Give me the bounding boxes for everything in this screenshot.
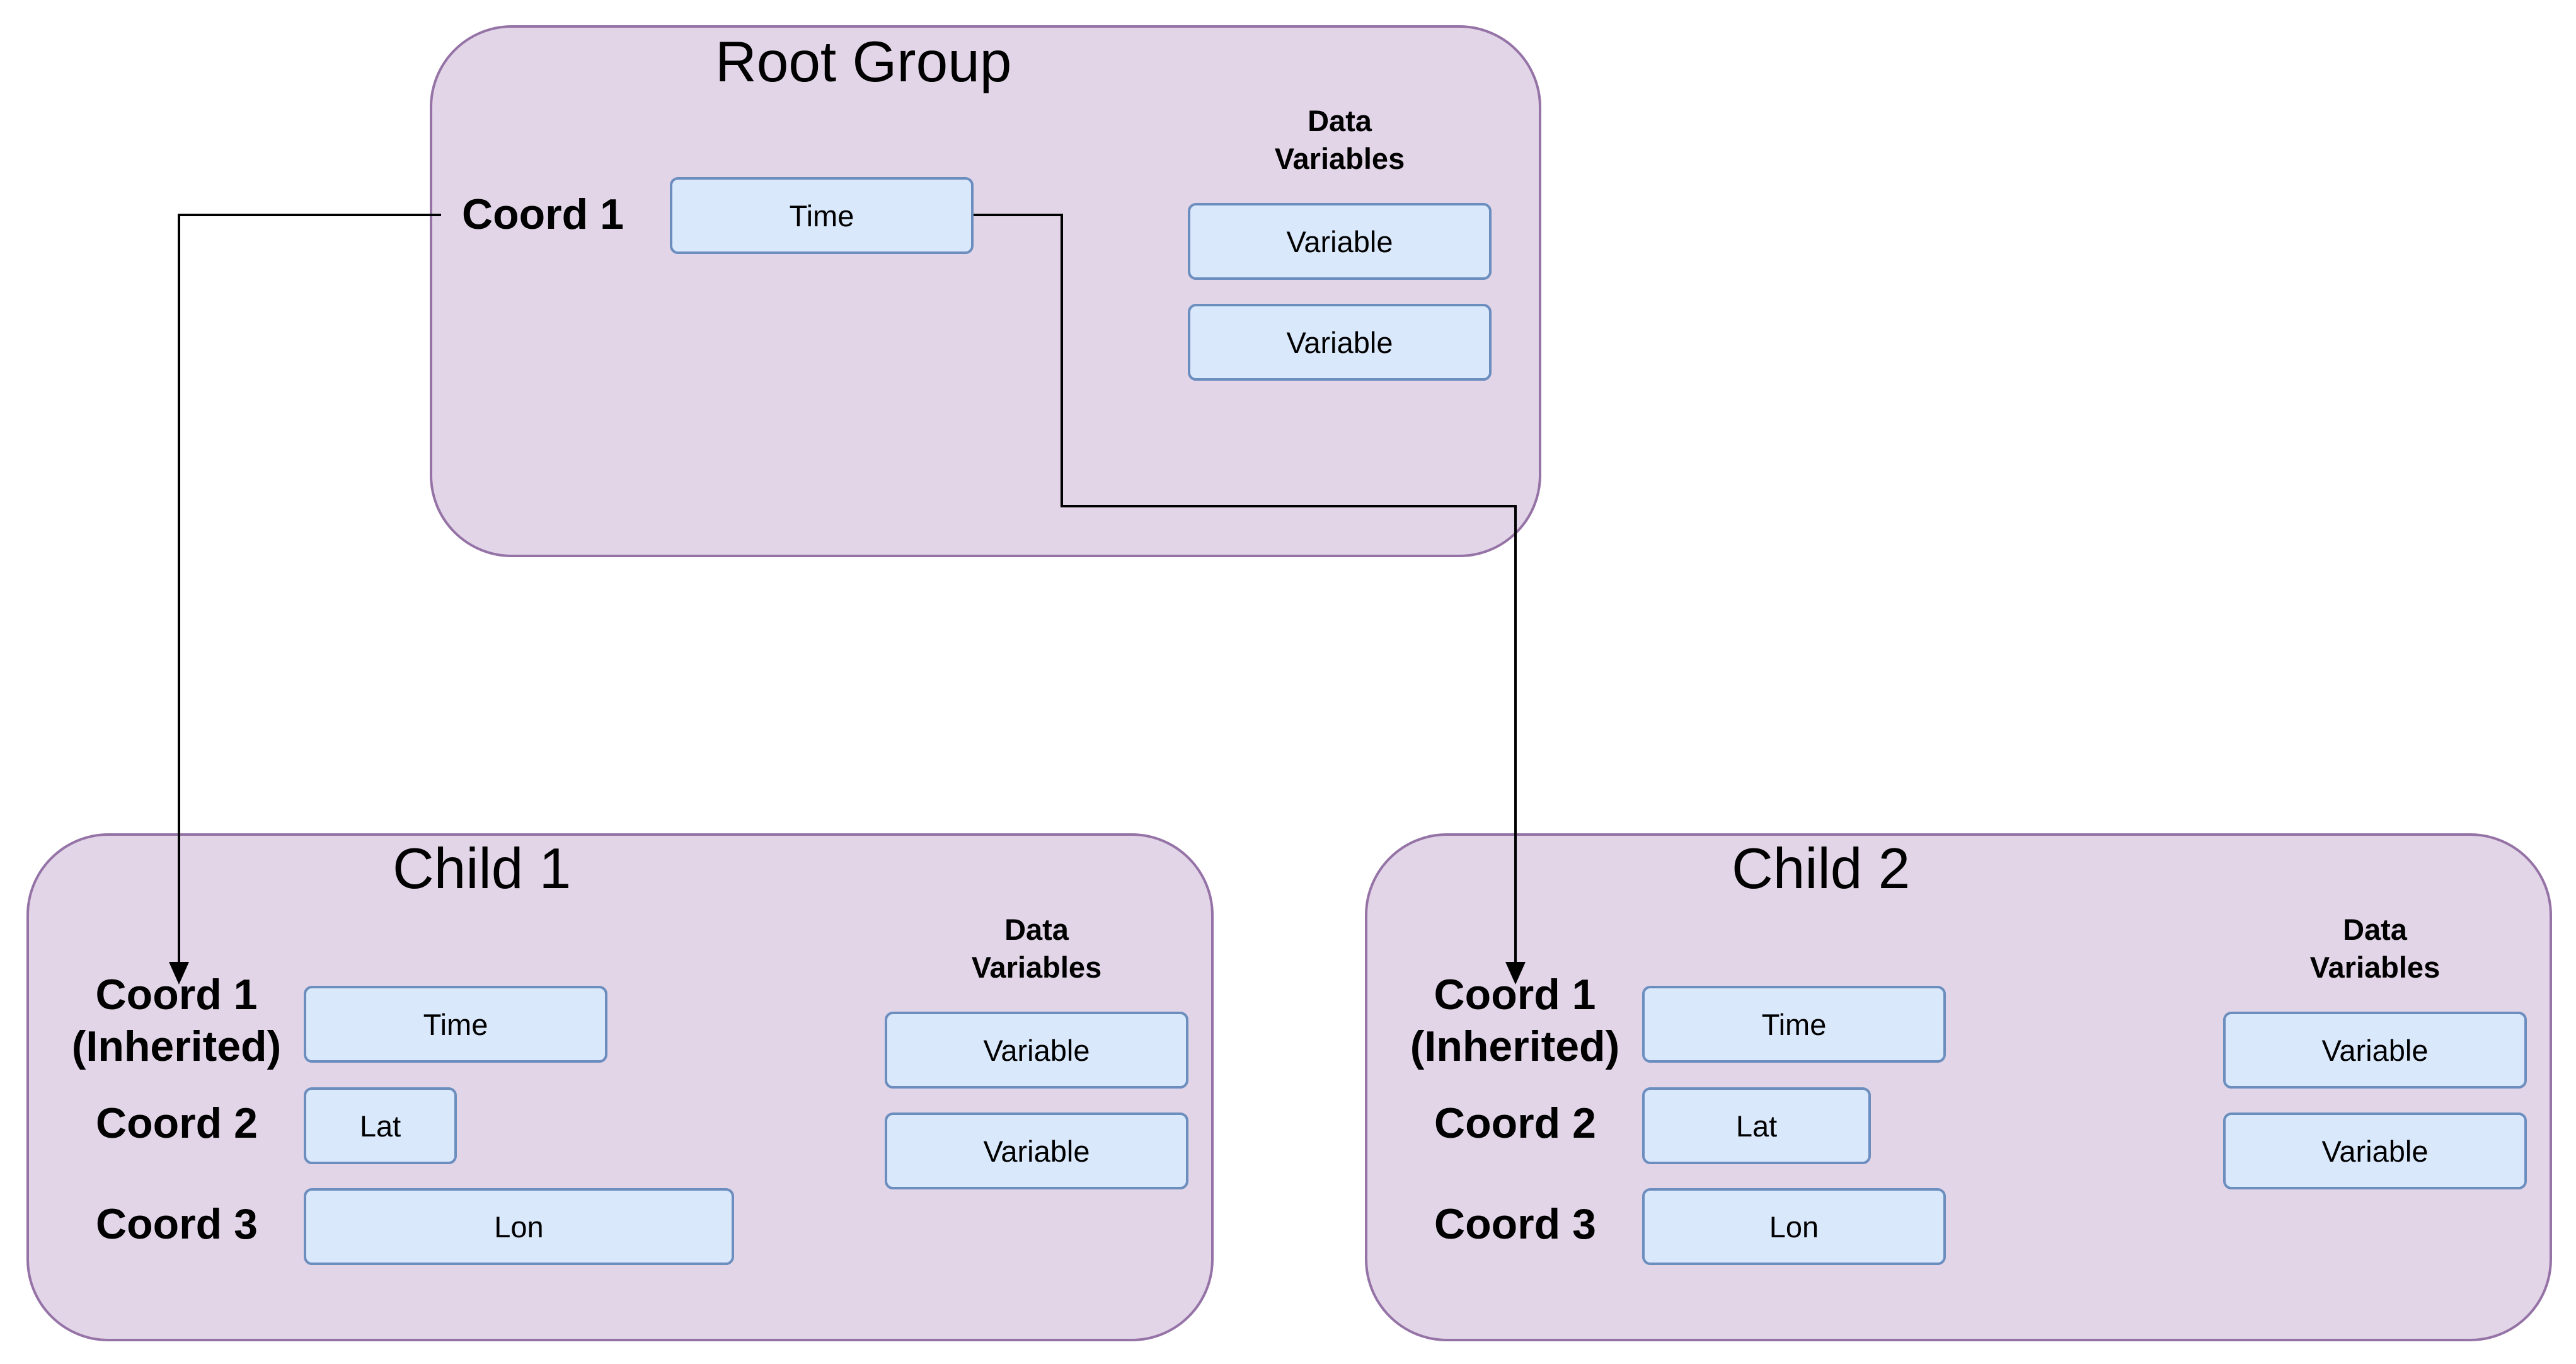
child-2-coord-1-label-line-1: Coord 1: [1434, 971, 1596, 1019]
child-2-variable-2-node[interactable]: Variable: [2223, 1113, 2527, 1189]
child-1-variable-1-node[interactable]: Variable: [885, 1012, 1188, 1089]
child-2-variable-1-node[interactable]: Variable: [2223, 1012, 2527, 1089]
child-1-lat-node[interactable]: Lat: [304, 1087, 457, 1164]
child-2-title: Child 2: [1732, 837, 1911, 901]
child-1-variable-2-node[interactable]: Variable: [885, 1113, 1188, 1189]
root-coord-1-label: Coord 1: [462, 190, 624, 238]
child-2-coord-1-label-line-2: (Inherited): [1410, 1022, 1620, 1070]
child-1-coord-2-label: Coord 2: [96, 1099, 258, 1147]
child-1-coord-1-label-line-1: Coord 1: [95, 971, 258, 1019]
child-1-lon-node[interactable]: Lon: [304, 1188, 734, 1265]
child-1-data-variables-title: Data Variables: [885, 911, 1188, 986]
child-2-data-variables-title-line-2: Variables: [2309, 951, 2441, 985]
child-2-time-node[interactable]: Time: [1642, 986, 1946, 1063]
child-1-coord-3-label: Coord 3: [96, 1200, 258, 1248]
root-coord-1-time-node[interactable]: Time: [670, 177, 974, 254]
root-data-variables-title-line-1: Data: [1308, 104, 1372, 137]
child-1-time-node[interactable]: Time: [304, 986, 607, 1063]
child-1-coord-1-label: Coord 1 (Inherited): [63, 969, 290, 1072]
child-1-title: Child 1: [393, 837, 572, 901]
root-variable-2-node[interactable]: Variable: [1188, 304, 1492, 381]
child-2-coord-3-label: Coord 3: [1434, 1200, 1596, 1248]
child-2-data-variables-title: Data Variables: [2223, 911, 2527, 986]
child-2-data-variables-title-line-1: Data: [2343, 913, 2407, 946]
child-2-coord-1-label: Coord 1 (Inherited): [1401, 969, 1628, 1072]
child-2-lon-node[interactable]: Lon: [1642, 1188, 1946, 1265]
child-1-data-variables-title-line-2: Variables: [971, 951, 1102, 985]
root-variable-1-node[interactable]: Variable: [1188, 203, 1492, 280]
root-data-variables-title: Data Variables: [1188, 102, 1492, 178]
root-data-variables-title-line-2: Variables: [1274, 142, 1405, 176]
child-1-data-variables-title-line-1: Data: [1004, 913, 1069, 946]
root-group-title: Root Group: [715, 30, 1012, 94]
child-2-coord-2-label: Coord 2: [1434, 1099, 1596, 1147]
child-2-lat-node[interactable]: Lat: [1642, 1087, 1871, 1164]
child-1-coord-1-label-line-2: (Inherited): [71, 1022, 282, 1070]
